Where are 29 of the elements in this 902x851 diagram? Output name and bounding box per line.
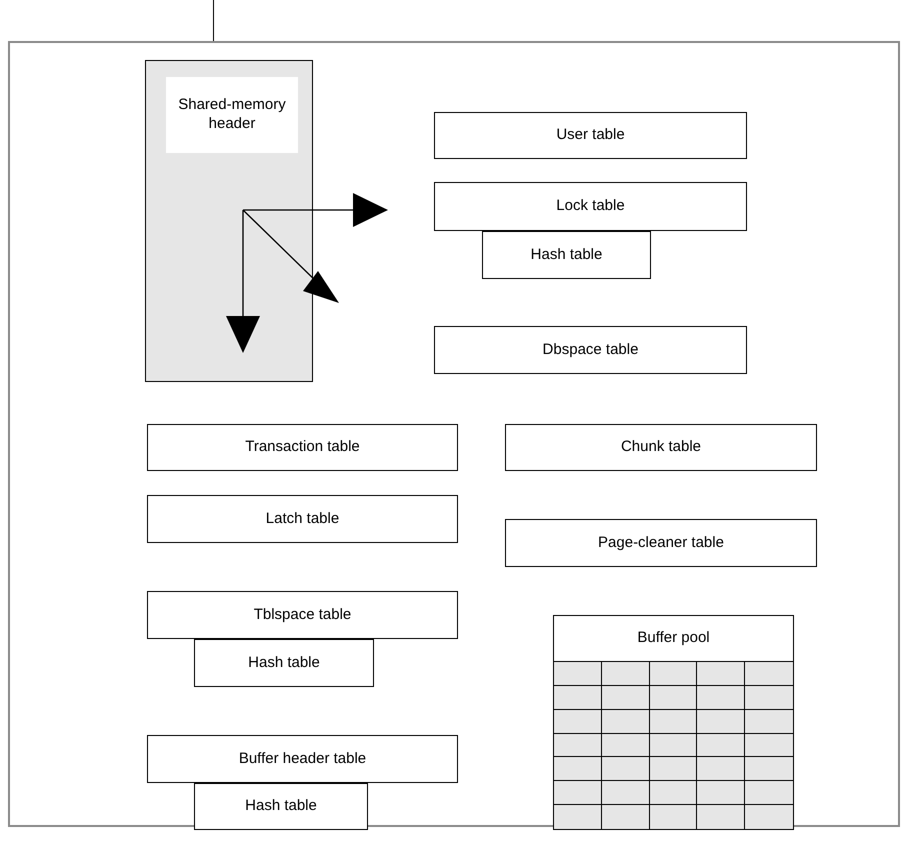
table-label: Hash table (248, 654, 320, 672)
table-box (434, 182, 747, 231)
table-label: Tblspace table (254, 606, 352, 624)
table-box (147, 424, 458, 471)
header-label: Shared-memory header (177, 96, 287, 134)
table-box (505, 519, 817, 567)
table-label: Transaction table (245, 438, 360, 457)
table-box (147, 591, 458, 639)
table-label: Lock table (556, 197, 625, 216)
table-label: User table (556, 126, 625, 145)
table-label: Chunk table (620, 438, 702, 457)
table-box (434, 112, 747, 159)
table-box (147, 735, 458, 783)
table-label: Page-cleaner table (598, 534, 724, 552)
table-box (194, 639, 374, 687)
table-label: Hash table (245, 797, 317, 816)
table-box (147, 495, 458, 543)
table-box (434, 326, 747, 374)
buffer-pool-box (553, 615, 794, 830)
table-label: Latch table (266, 510, 340, 528)
table-box (482, 231, 651, 279)
header-box (166, 77, 298, 153)
table-label: Dbspace table (542, 340, 638, 360)
table-label: Buffer header table (238, 750, 366, 768)
table-label: Hash table (530, 246, 602, 264)
table-box (194, 783, 368, 830)
table-box (505, 424, 817, 471)
shared-memory-frame (8, 41, 900, 827)
table-label: Buffer pool (637, 628, 710, 648)
